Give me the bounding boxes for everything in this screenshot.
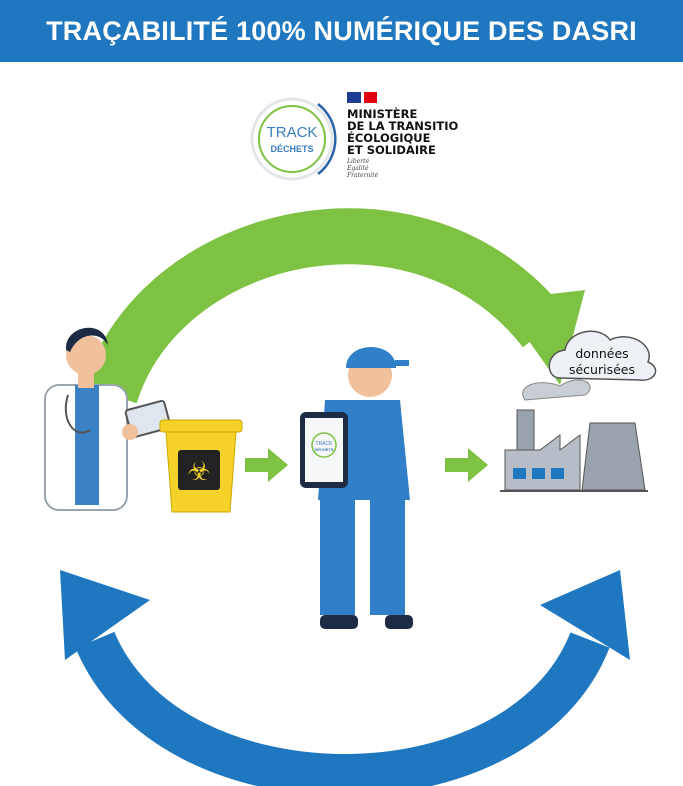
- biohazard-bin: ☣: [159, 419, 243, 513]
- blue-cycle-arrow: [60, 570, 630, 786]
- ministry-line: DE LA TRANSITIO: [347, 119, 459, 133]
- tablet-dechets-text: DÉCHETS: [314, 447, 333, 452]
- secure-data-cloud-icon: [548, 330, 657, 381]
- motto-line: Liberté: [347, 158, 370, 165]
- ministry-logo: MINISTÈRE DE LA TRANSITIO ÉCOLOGIQUE ET …: [347, 108, 458, 156]
- cloud-label-line: données: [575, 346, 629, 361]
- doctor-figure: [44, 327, 172, 511]
- cloud-label: données sécurisées: [562, 346, 642, 378]
- page-title: TRAÇABILITÉ 100% NUMÉRIQUE DES DASRI: [46, 15, 637, 46]
- flow-arrow-icon: [245, 448, 288, 482]
- track-dechets-logo: TRACK DÉCHETS: [250, 97, 337, 181]
- ministry-motto: Liberté Égalité Fraternité: [347, 158, 378, 179]
- logo-dechets-text: DÉCHETS: [270, 144, 313, 154]
- logo-track-text: TRACK: [267, 124, 318, 141]
- title-banner: TRAÇABILITÉ 100% NUMÉRIQUE DES DASRI: [0, 0, 683, 62]
- cloud-label-line: sécurisées: [568, 362, 635, 377]
- ministry-line: ET SOLIDAIRE: [347, 143, 436, 157]
- traceability-illustration: TRACK DÉCHETS ☣: [44, 92, 657, 786]
- ministry-line: ÉCOLOGIQUE: [347, 131, 431, 145]
- factory-icon: [500, 379, 648, 492]
- biohazard-icon: ☣: [187, 456, 210, 486]
- motto-line: Fraternité: [347, 172, 379, 179]
- ministry-line: MINISTÈRE: [347, 107, 418, 121]
- worker-figure: TRACK DÉCHETS: [300, 347, 413, 629]
- french-flag-icon: [347, 92, 377, 103]
- tablet-track-text: TRACK: [316, 441, 334, 447]
- flow-arrow-icon: [445, 448, 488, 482]
- motto-line: Égalité: [347, 165, 369, 172]
- green-cycle-arrow: [83, 208, 585, 405]
